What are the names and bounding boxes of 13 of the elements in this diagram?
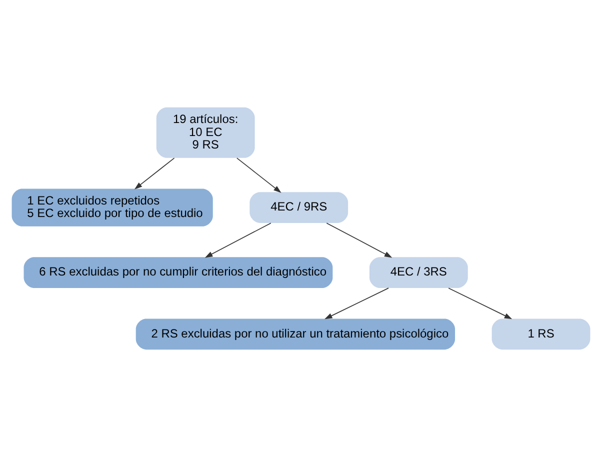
node-box: 1 RS bbox=[492, 318, 590, 350]
node-box: 4EC / 3RS bbox=[369, 256, 468, 288]
arrow bbox=[448, 287, 512, 319]
arrow bbox=[236, 157, 282, 192]
node-box: 2 RS excluidas por no utilizar un tratamiento psicológico bbox=[136, 318, 456, 350]
arrow bbox=[204, 222, 272, 258]
node-box: 4EC / 9RS bbox=[250, 192, 348, 222]
node-box: 6 RS excluidas por no cumplir criterios del diagnóstico bbox=[24, 256, 333, 288]
node-box: 19 artículos: 10 EC 9 RS bbox=[156, 106, 255, 158]
node-box: 1 EC excluidos repetidos 5 EC excluido por tipo de estudio bbox=[12, 188, 213, 226]
arrow bbox=[134, 157, 175, 189]
arrow bbox=[324, 287, 389, 319]
arrow bbox=[326, 222, 392, 258]
